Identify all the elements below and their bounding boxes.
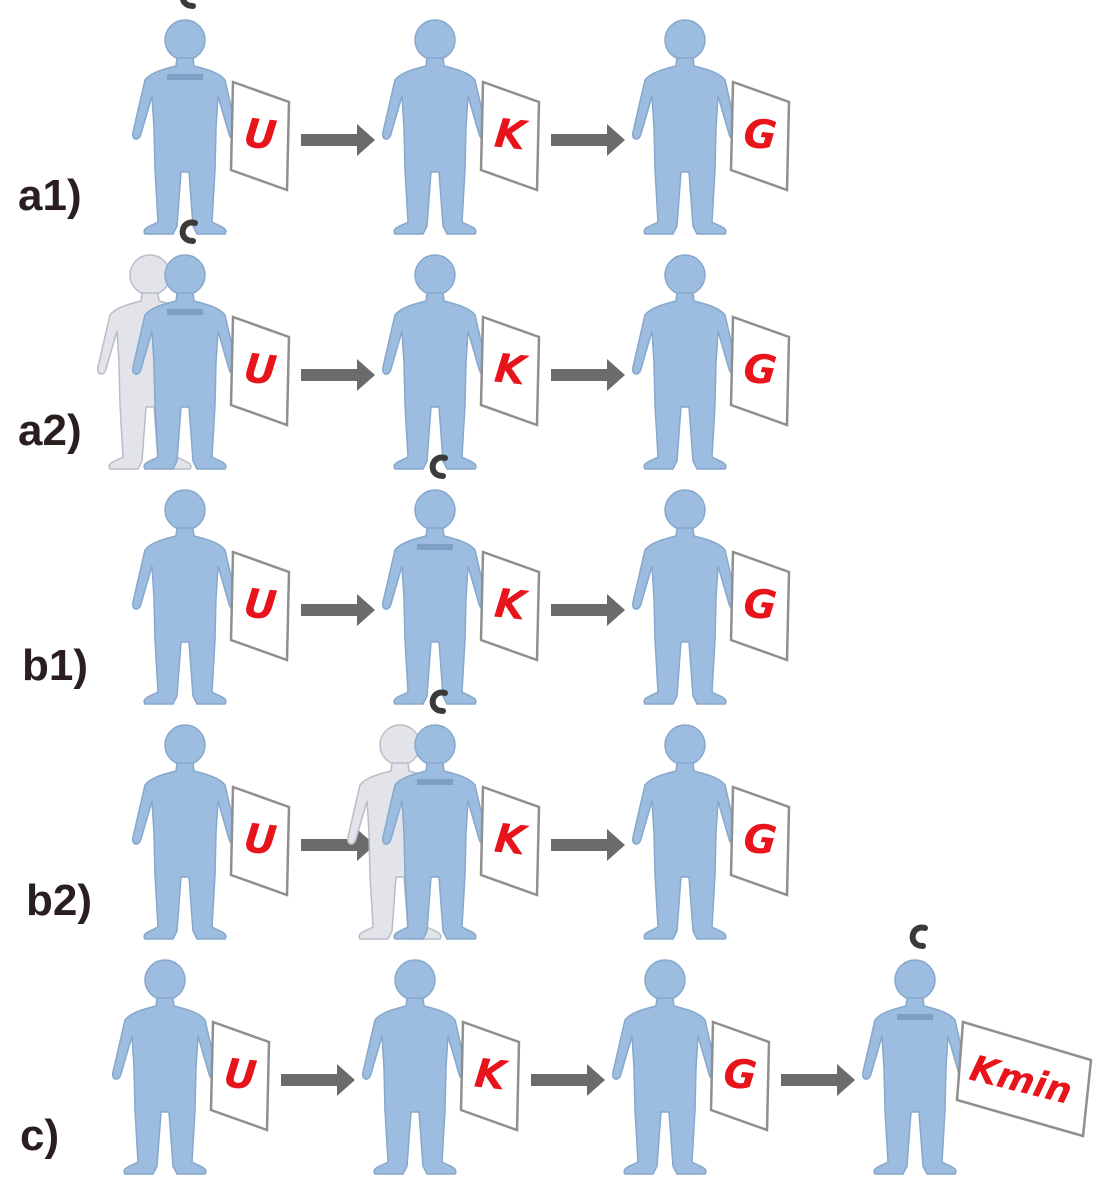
- sign-letter: U: [242, 815, 279, 864]
- sign-letter: G: [741, 815, 778, 864]
- sign-card: [729, 785, 791, 897]
- person-figure: U: [131, 724, 291, 940]
- sign-card: [729, 80, 791, 192]
- person-figure: K: [361, 959, 521, 1175]
- marker-hook-icon: [179, 219, 198, 244]
- person-figure: U: [131, 0, 291, 235]
- flow-arrow-icon: [301, 829, 375, 861]
- row-label: a1): [18, 171, 82, 220]
- row-label: b1): [22, 641, 88, 690]
- person-silhouette: [611, 959, 719, 1175]
- marker-hook-icon: [429, 689, 448, 714]
- sign-card: [209, 1020, 271, 1132]
- row-label: c): [20, 1111, 59, 1160]
- row-a1: a1) U K G: [18, 0, 791, 235]
- flow-arrow-icon: [301, 359, 375, 391]
- sign-card: [709, 1020, 771, 1132]
- person-figure: G: [611, 959, 771, 1175]
- sign-letter: U: [242, 110, 279, 159]
- marker-hook-icon: [180, 0, 196, 9]
- flow-arrow-icon: [551, 124, 625, 156]
- sign-card: [479, 785, 541, 897]
- rows-layer: a1) U K Ga2) U K Gb1) U K Gb2) U K Gc) U K G Kmin: [18, 0, 1093, 1175]
- person-silhouette: [131, 489, 239, 705]
- sign-card: [479, 80, 541, 192]
- person-figure: U: [96, 219, 291, 470]
- flow-arrow-icon: [781, 1064, 855, 1096]
- person-silhouette: [131, 724, 239, 940]
- person-figure: G: [631, 19, 791, 235]
- sign-letter: U: [222, 1050, 259, 1099]
- sign-card: [229, 80, 291, 192]
- sign-card: [479, 315, 541, 427]
- marker-hook-icon: [909, 924, 928, 949]
- person-figure: G: [631, 724, 791, 940]
- sign-letter: U: [242, 345, 279, 394]
- flow-arrow-icon: [551, 829, 625, 861]
- person-figure: U: [111, 959, 271, 1175]
- person-figure: Kmin: [861, 924, 1093, 1175]
- sign-card: [229, 315, 291, 427]
- chest-badge: [167, 309, 203, 315]
- person-silhouette: [631, 19, 739, 235]
- person-silhouette: [131, 19, 239, 235]
- sign-letter: U: [242, 580, 279, 629]
- sign-card: [729, 550, 791, 662]
- row-a2: a2) U K G: [18, 219, 791, 470]
- person-silhouette: [861, 959, 969, 1175]
- person-silhouette: [381, 489, 489, 705]
- person-figure: K: [381, 19, 541, 235]
- person-figure: K: [381, 454, 541, 705]
- row-c: c) U K G Kmin: [20, 924, 1093, 1175]
- person-silhouette: [381, 19, 489, 235]
- person-silhouette: [631, 489, 739, 705]
- sign-card: [459, 1020, 521, 1132]
- person-silhouette: [381, 254, 489, 470]
- chest-badge: [897, 1014, 933, 1020]
- row-b2: b2) U K G: [26, 689, 791, 940]
- sign-card: [479, 550, 541, 662]
- sign-letter: G: [721, 1050, 758, 1099]
- sign-letter: G: [741, 110, 778, 159]
- flow-arrow-icon: [551, 594, 625, 626]
- sign-card: [229, 550, 291, 662]
- chest-badge: [417, 544, 453, 550]
- person-silhouette: [631, 724, 739, 940]
- flow-arrow-icon: [551, 359, 625, 391]
- row-label: b2): [26, 876, 92, 925]
- person-silhouette: [631, 254, 739, 470]
- person-silhouette: [111, 959, 219, 1175]
- chest-badge: [417, 779, 453, 785]
- sign-letter: G: [741, 345, 778, 394]
- marker-hook-icon: [429, 454, 448, 479]
- sign-card: [955, 1020, 1093, 1138]
- sign-card: [229, 785, 291, 897]
- row-label: a2): [18, 406, 82, 455]
- sign-letter: G: [741, 580, 778, 629]
- person-figure: G: [631, 489, 791, 705]
- person-silhouette: [361, 959, 469, 1175]
- flow-arrow-icon: [301, 594, 375, 626]
- flow-arrow-icon: [301, 124, 375, 156]
- chest-badge: [167, 74, 203, 80]
- person-figure: K: [381, 254, 541, 470]
- person-figure: G: [631, 254, 791, 470]
- flow-arrow-icon: [281, 1064, 355, 1096]
- row-b1: b1) U K G: [22, 454, 791, 705]
- person-figure: K: [346, 689, 541, 940]
- sign-card: [729, 315, 791, 427]
- person-figure: U: [131, 489, 291, 705]
- flow-arrow-icon: [531, 1064, 605, 1096]
